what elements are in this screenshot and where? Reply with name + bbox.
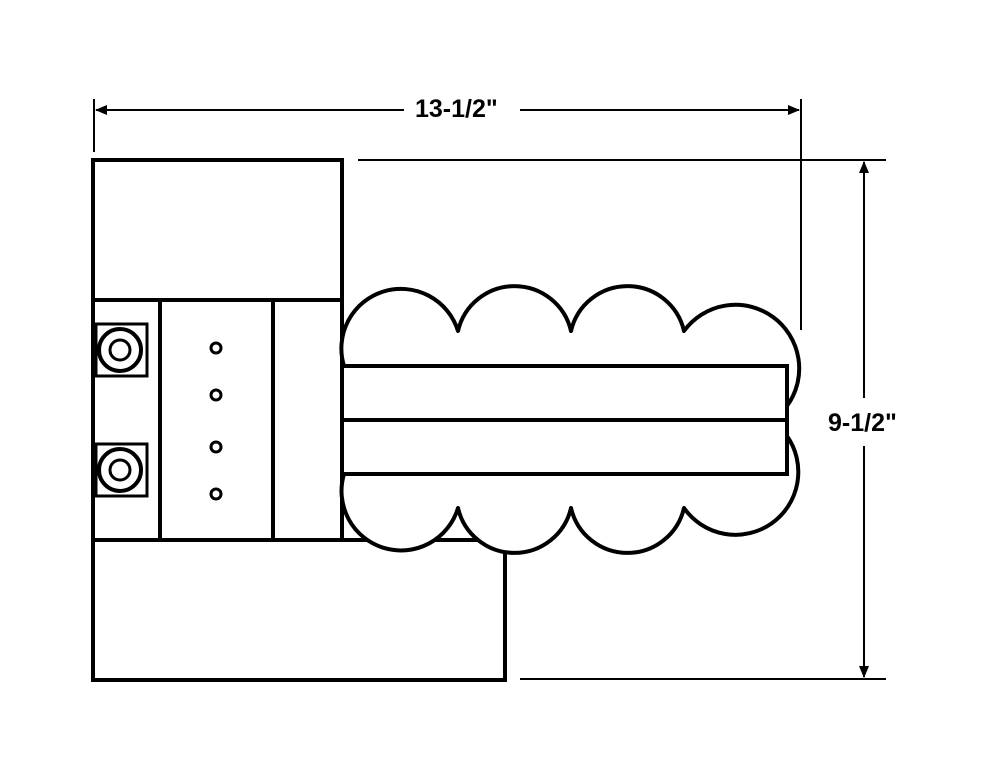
bolt-lower-inner-ring bbox=[108, 458, 132, 482]
bolt-lower bbox=[94, 442, 149, 498]
rivet-hole-3 bbox=[209, 440, 223, 454]
rivet-hole-2 bbox=[209, 388, 223, 402]
bolt-upper-inner-ring bbox=[108, 338, 132, 362]
rivet-hole-1 bbox=[209, 341, 223, 355]
rivet-holes bbox=[209, 341, 223, 501]
top-block bbox=[91, 158, 344, 302]
channel-bar bbox=[340, 364, 789, 476]
width-dimension-label: 13-1/2" bbox=[409, 94, 504, 124]
height-dimension-label: 9-1/2" bbox=[828, 404, 897, 442]
width-dimension bbox=[93, 99, 802, 330]
bolt-upper bbox=[94, 322, 149, 378]
height-dimension bbox=[358, 159, 886, 680]
rivet-hole-4 bbox=[209, 487, 223, 501]
bottom-block bbox=[91, 538, 507, 682]
